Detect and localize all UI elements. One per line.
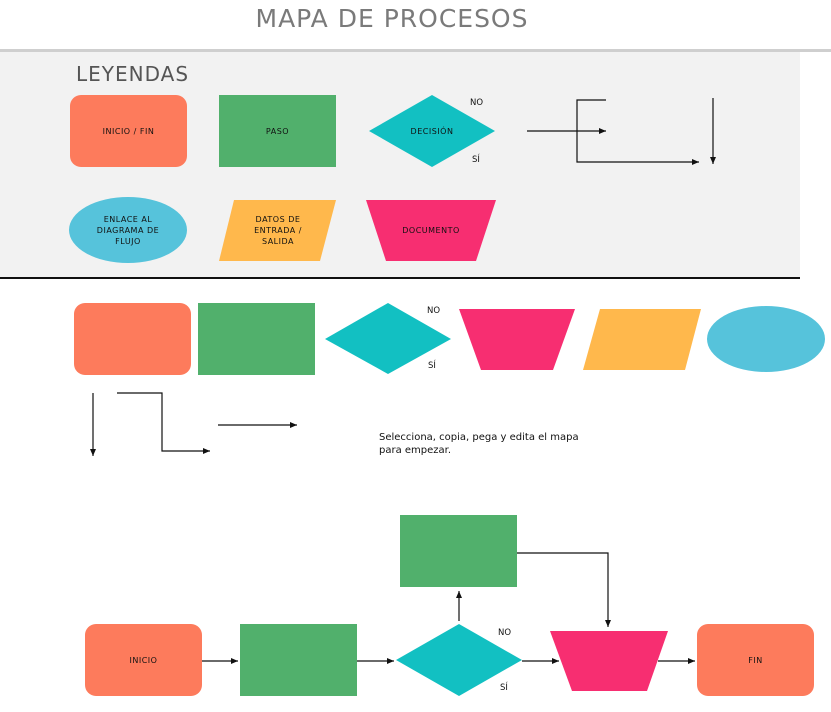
palette-start-end-shape[interactable] bbox=[74, 303, 191, 375]
flow-start-label: INICIO bbox=[129, 655, 158, 665]
instructions-text: Selecciona, copia, pega y edita el mapa … bbox=[379, 432, 579, 456]
legend-io-label: DATOS DE ENTRADA / SALIDA bbox=[254, 214, 302, 246]
legend-link-shape[interactable] bbox=[69, 197, 187, 263]
flow-end-shape[interactable] bbox=[697, 624, 814, 696]
legend-title: LEYENDAS bbox=[76, 62, 190, 86]
flow-step-shape[interactable] bbox=[240, 624, 357, 696]
title-divider bbox=[0, 49, 831, 52]
palette-link-shape[interactable] bbox=[707, 306, 825, 372]
palette-io-shape[interactable] bbox=[583, 309, 701, 370]
flow-decision-shape[interactable] bbox=[396, 624, 522, 696]
legend-start-end-label: INICIO / FIN bbox=[102, 126, 155, 136]
palette-document-shape[interactable] bbox=[459, 309, 575, 370]
palette-decision-no: NO bbox=[427, 306, 441, 316]
palette-decision-yes: SÍ bbox=[428, 361, 436, 371]
legend-io-shape[interactable] bbox=[219, 200, 336, 261]
flow-end-label: FIN bbox=[748, 655, 763, 665]
flow-elbow-upper-to-document[interactable] bbox=[517, 552, 611, 627]
legend-decision-yes: SÍ bbox=[472, 155, 480, 165]
legend-step-shape[interactable] bbox=[219, 95, 336, 167]
legend-decision-shape[interactable] bbox=[369, 95, 495, 167]
palette-elbow-connector[interactable] bbox=[117, 392, 210, 454]
flow-decision-no: NO bbox=[498, 628, 512, 638]
legend-document-label: DOCUMENTO bbox=[402, 226, 460, 235]
legend-decision-label: DECISIÓN bbox=[410, 126, 454, 136]
legend-link-label: ENLACE AL DIAGRAMA DE FLUJO bbox=[96, 214, 160, 246]
legend-start-end-shape[interactable] bbox=[70, 95, 187, 167]
flow-document-shape[interactable] bbox=[550, 631, 668, 691]
legend-document-shape[interactable] bbox=[366, 200, 496, 261]
legend-elbow-connector[interactable] bbox=[576, 99, 699, 165]
palette-step-shape[interactable] bbox=[198, 303, 315, 375]
legend-decision-no: NO bbox=[470, 98, 484, 108]
page-title: MAPA DE PROCESOS bbox=[255, 4, 529, 33]
flow-upper-step[interactable] bbox=[400, 515, 517, 587]
flow-decision-yes: SÍ bbox=[500, 683, 508, 693]
palette-decision-shape[interactable] bbox=[325, 303, 451, 374]
flow-start-shape[interactable] bbox=[85, 624, 202, 696]
legend-step-label: PASO bbox=[265, 126, 290, 136]
